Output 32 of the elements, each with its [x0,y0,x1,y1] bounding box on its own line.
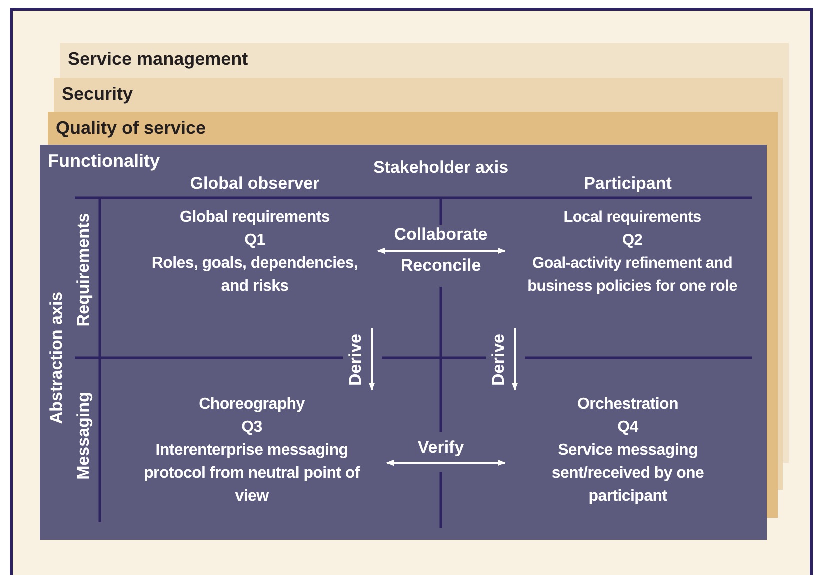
quadrant-number: Q1 [244,231,266,251]
relation-text: Reconcile [400,256,482,276]
functionality-panel [40,145,767,540]
layer-band [48,112,778,145]
axis-title: Stakeholder axis [373,158,509,178]
layer-title: Security [62,84,134,105]
edge-label: Verify [416,438,466,458]
layer-band [54,78,783,112]
arrow [386,460,506,466]
layer-title: Quality of service [56,118,206,139]
quadrant-number: Q2 [622,231,643,251]
quadrant-description: Service messaging sent/received by one participant [550,441,706,507]
arrow [377,248,506,254]
column-header: Participant [584,174,672,194]
quadrant-number: Q4 [618,418,638,438]
axis-title: Abstraction axis [47,292,67,424]
arrow [512,328,518,391]
quadrant-heading: Orchestration [577,395,678,415]
row-header: Requirements [74,213,94,327]
quadrant-heading: Choreography [199,395,305,415]
arrow [368,328,376,391]
quadrant-description: Goal-activity refinement and business policies for one role [526,254,738,297]
quadrant-number: Q3 [242,418,262,438]
quadrant-description: Roles, goals, dependencies, and risks [150,254,360,297]
layer-title: Service management [68,49,248,70]
layer-title: Functionality [48,151,160,172]
quadrant-heading: Global requirements [180,208,330,228]
quadrant-heading: Local requirements [564,208,702,228]
quadrant-description: Interenterprise messaging protocol from neutral point of view [143,441,362,507]
row-header: Messaging [74,392,94,480]
column-header: Global observer [190,174,320,194]
layer-band [60,43,789,78]
